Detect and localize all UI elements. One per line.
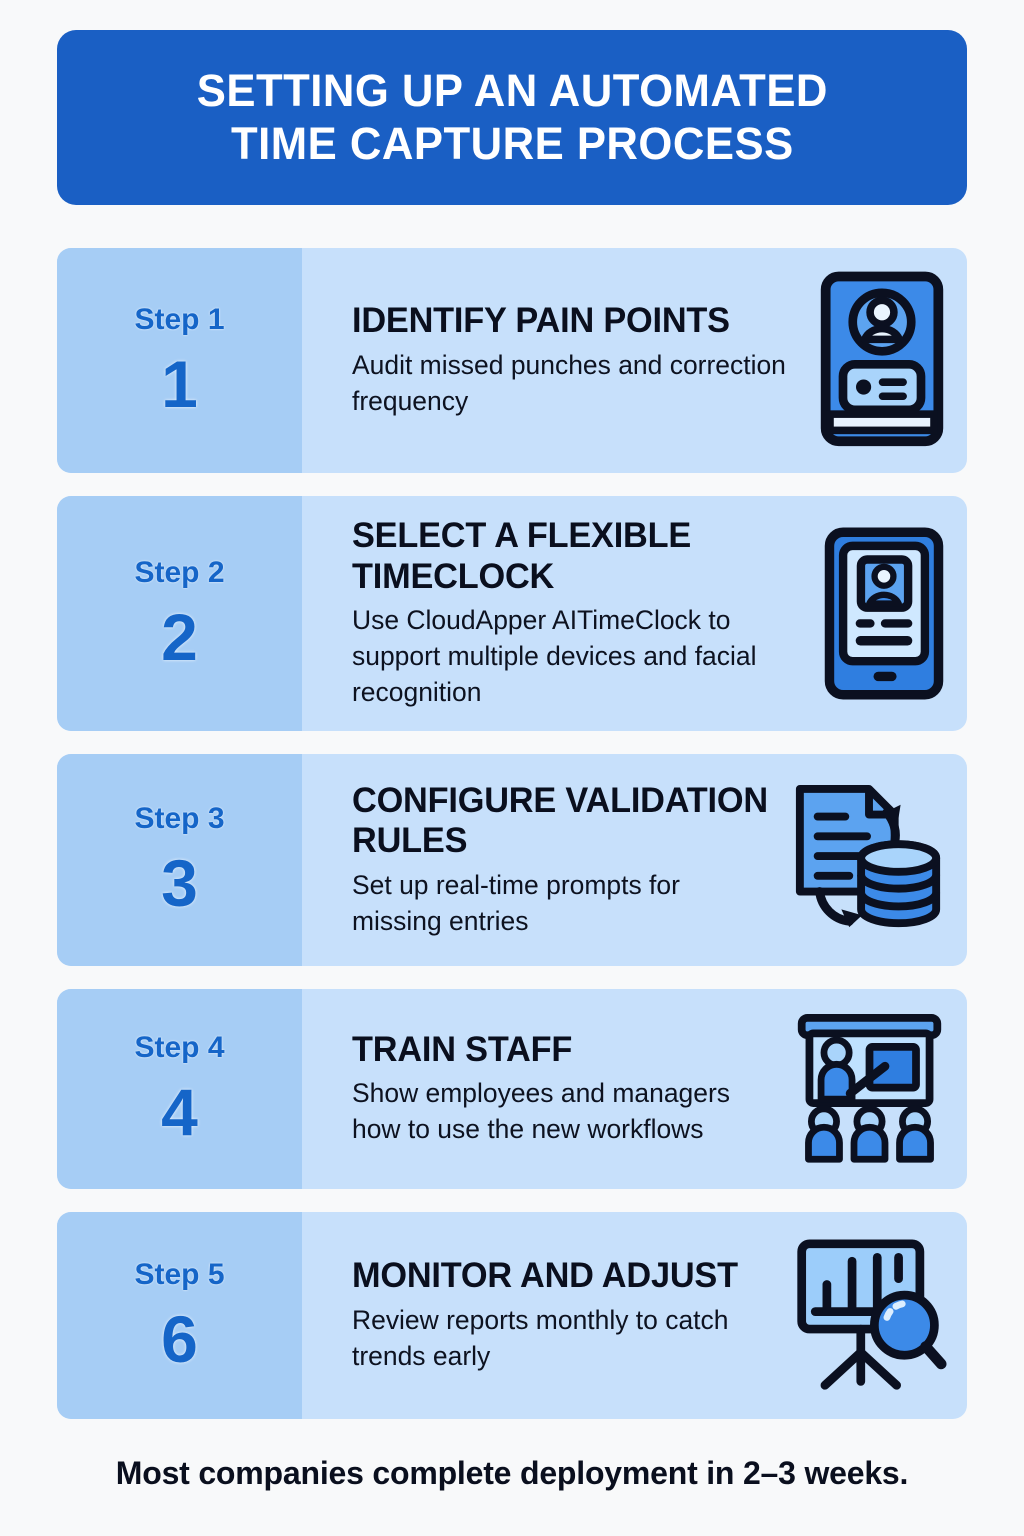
step-number: 6 (161, 1301, 198, 1376)
footer-text: Most companies complete deployment in 2–… (115, 1455, 909, 1491)
step-description: Set up real-time prompts for missing ent… (352, 869, 680, 936)
step-label: Step 3 (134, 802, 225, 835)
step-heading: SELECT A FLEXIBLE TIMECLOCK (352, 516, 692, 596)
step-number: 3 (161, 846, 198, 920)
step-content: IDENTIFY PAIN POINTS Audit missed punche… (302, 248, 967, 473)
step-row: Step 1 1 IDENTIFY PAIN POINTS Audit miss… (57, 248, 967, 473)
step-description: Show employees and managers how to use t… (352, 1078, 731, 1145)
timeclock-kiosk-icon (814, 268, 949, 453)
step-number: 2 (161, 599, 198, 674)
step-marker-panel: Step 2 2 (57, 496, 302, 731)
step-number: 4 (161, 1075, 198, 1149)
step-content: MONITOR AND ADJUST Review reports monthl… (302, 1212, 967, 1419)
step-text-block: CONFIGURE VALIDATION RULES Set up real-t… (352, 781, 779, 940)
step-description: Audit missed punches and correction freq… (352, 349, 786, 416)
step-heading: CONFIGURE VALIDATION RULES (352, 780, 768, 861)
steps-list: Step 1 1 IDENTIFY PAIN POINTS Audit miss… (57, 248, 967, 1419)
document-database-sync-icon (789, 780, 949, 940)
tablet-face-recognition-icon (819, 525, 949, 703)
step-row: Step 5 6 MONITOR AND ADJUST Review repor… (57, 1212, 967, 1419)
step-row: Step 2 2 SELECT A FLEXIBLE TIMECLOCK Use… (57, 496, 967, 731)
step-number: 1 (161, 346, 198, 421)
step-marker-panel: Step 4 4 (57, 989, 302, 1189)
page-title: SETTING UP AN AUTOMATED TIME CAPTURE PRO… (196, 65, 827, 169)
step-text-block: IDENTIFY PAIN POINTS Audit missed punche… (352, 301, 804, 419)
chart-easel-magnifier-icon (789, 1236, 949, 1396)
step-description: Use CloudApper AITimeClock to support mu… (352, 605, 757, 708)
step-content: CONFIGURE VALIDATION RULES Set up real-t… (302, 754, 967, 966)
step-label: Step 2 (134, 555, 225, 589)
footer: Most companies complete deployment in 2–… (57, 1455, 967, 1492)
page-title-line-1: SETTING UP AN AUTOMATED (196, 65, 828, 117)
step-label: Step 1 (134, 302, 225, 336)
step-heading: MONITOR AND ADJUST (352, 1256, 738, 1296)
step-marker-panel: Step 3 3 (57, 754, 302, 966)
step-row: Step 4 4 TRAIN STAFF Show employees and … (57, 989, 967, 1189)
page-title-line-2: TIME CAPTURE PROCESS (230, 117, 794, 169)
step-heading: IDENTIFY PAIN POINTS (352, 301, 730, 341)
step-content: SELECT A FLEXIBLE TIMECLOCK Use CloudApp… (302, 496, 967, 731)
step-label: Step 4 (134, 1031, 225, 1064)
step-text-block: TRAIN STAFF Show employees and managers … (352, 1030, 779, 1148)
step-text-block: MONITOR AND ADJUST Review reports monthl… (352, 1256, 779, 1374)
title-banner: SETTING UP AN AUTOMATED TIME CAPTURE PRO… (57, 30, 967, 205)
step-heading: TRAIN STAFF (352, 1029, 573, 1069)
step-label: Step 5 (134, 1257, 225, 1291)
step-marker-panel: Step 5 6 (57, 1212, 302, 1419)
step-marker-panel: Step 1 1 (57, 248, 302, 473)
step-text-block: SELECT A FLEXIBLE TIMECLOCK Use CloudApp… (352, 516, 809, 711)
step-row: Step 3 3 CONFIGURE VALIDATION RULES Set … (57, 754, 967, 966)
step-description: Review reports monthly to catch trends e… (352, 1304, 729, 1371)
step-content: TRAIN STAFF Show employees and managers … (302, 989, 967, 1189)
presentation-training-icon (789, 1009, 949, 1169)
